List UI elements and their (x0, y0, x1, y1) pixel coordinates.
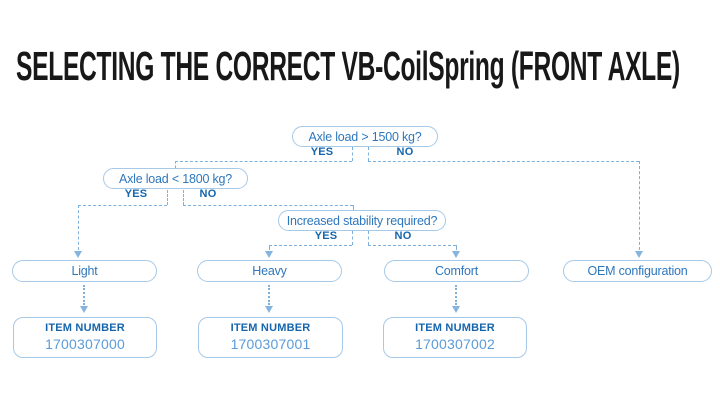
connector-d2-no-horizontal (183, 205, 353, 206)
arrow-down-item-comfort-icon (452, 306, 460, 313)
connector-comfort-item (455, 285, 457, 305)
arrow-down-item-heavy-icon (265, 306, 273, 313)
item-number-heading: ITEM NUMBER (415, 322, 495, 334)
connector-d3-stub-yes (352, 231, 353, 245)
arrow-down-heavy-icon (265, 251, 273, 258)
connector-d2-yes-vertical (78, 205, 79, 250)
arrow-down-light-icon (74, 251, 82, 258)
connector-d1-stub-yes (352, 147, 353, 161)
outcome-label: OEM configuration (587, 264, 688, 278)
no-label: NO (394, 230, 412, 242)
decision-question: Increased stability required? (286, 213, 438, 228)
item-number-value: 1700307000 (45, 336, 125, 353)
connector-d2-stub-no (183, 190, 184, 205)
connector-d1-yes-drop (175, 161, 176, 168)
item-number-heading: ITEM NUMBER (45, 322, 125, 334)
arrow-down-item-light-icon (80, 306, 88, 313)
connector-d2-yes-horizontal (78, 205, 167, 206)
connector-d1-stub-no (368, 147, 369, 161)
arrow-down-oem-icon (635, 251, 643, 258)
decision-pill-axle-load-1800: Axle load < 1800 kg? (103, 168, 248, 189)
no-label: NO (199, 188, 217, 200)
outcome-pill-heavy: Heavy (197, 260, 342, 282)
connector-d3-yes-vertical (269, 245, 270, 250)
connector-d3-yes-horizontal (269, 245, 352, 246)
connector-d1-no-vertical (639, 161, 640, 250)
arrow-down-comfort-icon (452, 251, 460, 258)
decision-pill-stability: Increased stability required? (278, 210, 446, 231)
no-label: NO (396, 146, 414, 158)
item-number-heading: ITEM NUMBER (230, 322, 311, 334)
connector-d3-no-horizontal (368, 245, 456, 246)
connector-d2-no-drop (353, 205, 354, 211)
yes-label: YES (314, 230, 338, 242)
outcome-pill-comfort: Comfort (384, 260, 529, 282)
outcome-pill-light: Light (12, 260, 157, 282)
connector-d1-yes-horizontal (175, 161, 352, 162)
page-title: SELECTING THE CORRECT VB-CoilSpring (FRO… (16, 43, 680, 89)
yes-label: YES (310, 146, 334, 158)
item-box-comfort: ITEM NUMBER 1700307002 (383, 317, 527, 358)
outcome-pill-oem-configuration: OEM configuration (563, 260, 712, 282)
yes-label: YES (124, 188, 148, 200)
decision-pill-axle-load-1500: Axle load > 1500 kg? (292, 126, 438, 147)
decision-question: Axle load < 1800 kg? (118, 171, 233, 186)
connector-d3-stub-no (368, 231, 369, 245)
outcome-label: Comfort (434, 264, 479, 278)
connector-heavy-item (268, 285, 270, 305)
outcome-label: Heavy (252, 264, 287, 278)
outcome-label: Light (71, 264, 98, 278)
connector-d3-no-vertical (456, 245, 457, 250)
item-number-value: 1700307001 (230, 336, 311, 353)
item-box-light: ITEM NUMBER 1700307000 (13, 317, 157, 358)
connector-d1-no-horizontal (368, 161, 639, 162)
item-box-heavy: ITEM NUMBER 1700307001 (198, 317, 343, 358)
connector-d2-stub-yes (167, 190, 168, 205)
decision-question: Axle load > 1500 kg? (308, 129, 422, 144)
connector-light-item (83, 285, 85, 305)
item-number-value: 1700307002 (415, 336, 495, 353)
